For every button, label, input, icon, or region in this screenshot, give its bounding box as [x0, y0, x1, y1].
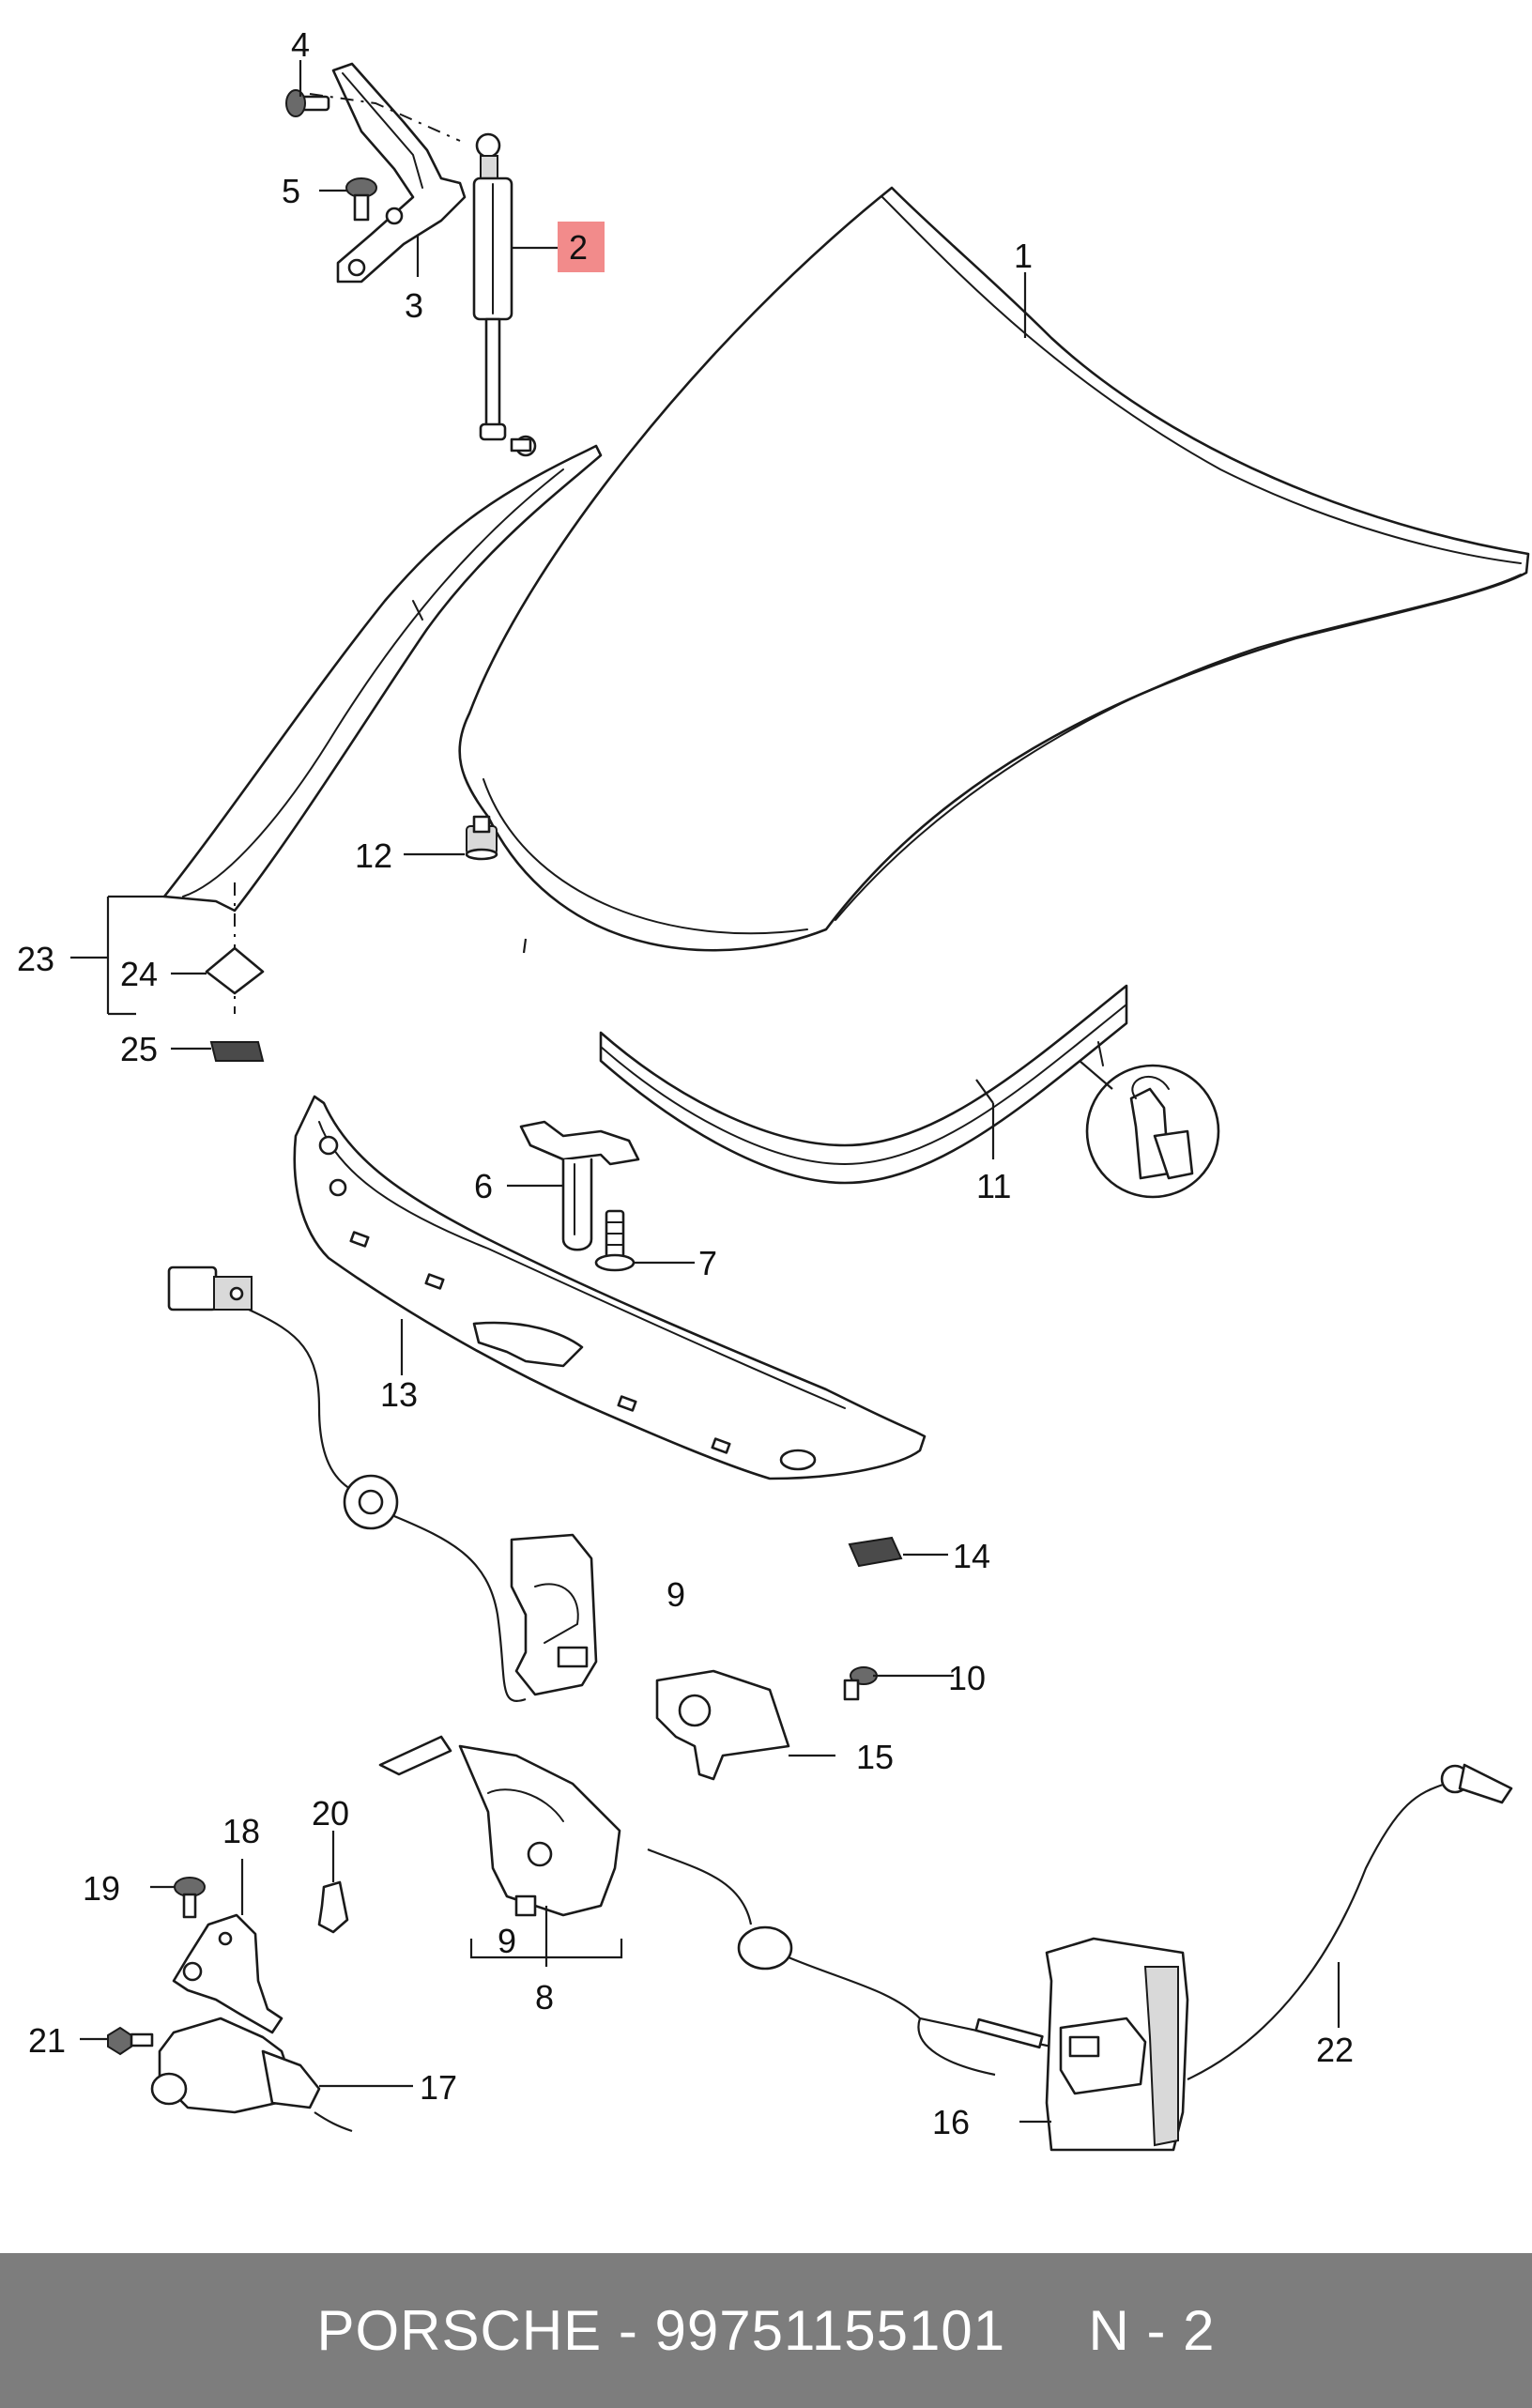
label-13: 13 — [380, 1375, 418, 1414]
actuator-bolt — [107, 2026, 154, 2056]
label-16: 16 — [932, 2103, 970, 2141]
hood-seal — [599, 984, 1128, 1185]
label-4: 4 — [291, 25, 310, 64]
spring-clip — [317, 1880, 349, 1934]
label-12: 12 — [355, 836, 392, 875]
label-23: 23 — [17, 940, 54, 978]
cover-screw — [843, 1666, 878, 1701]
label-19: 19 — [83, 1869, 120, 1908]
striker-bolt — [594, 1209, 636, 1272]
hood-panel — [458, 186, 1530, 952]
bracket-screw — [174, 1877, 206, 1919]
latch-cover — [655, 1669, 790, 1781]
hood-parts-diagram: 1 2 3 4 5 6 7 8 9 9 10 11 12 13 14 15 16… — [17, 25, 1530, 2152]
label-6: 6 — [474, 1167, 493, 1205]
highlight-box-2 — [558, 222, 605, 272]
trim-pad — [209, 1041, 265, 1062]
label-24: 24 — [120, 955, 158, 993]
hood-hinge — [309, 62, 467, 284]
label-9a: 9 — [666, 1575, 685, 1614]
hinge-screw — [345, 177, 377, 222]
second-cable — [1187, 1763, 1513, 2080]
latch-bracket — [510, 1533, 598, 1696]
label-3: 3 — [405, 286, 423, 325]
callout-labels: 1 2 3 4 5 6 7 8 9 9 10 11 12 13 14 15 16… — [17, 25, 1354, 2141]
label-21: 21 — [28, 2021, 66, 2060]
label-20: 20 — [312, 1794, 349, 1833]
label-14: 14 — [953, 1537, 990, 1575]
bracket-23 — [106, 895, 164, 1016]
latch-striker — [519, 1120, 640, 1251]
label-9b: 9 — [498, 1922, 516, 1960]
mounting-bracket — [172, 1913, 283, 2034]
hood-switch-cable — [167, 1265, 527, 1702]
label-10: 10 — [948, 1659, 986, 1697]
release-cable — [647, 1848, 1052, 2077]
label-7: 7 — [698, 1244, 717, 1282]
label-2: 2 — [569, 228, 588, 267]
gas-strut — [472, 132, 537, 457]
release-handle — [1045, 1937, 1189, 2152]
label-8: 8 — [535, 1978, 554, 2017]
label-18: 18 — [222, 1812, 260, 1850]
trim-clip — [205, 946, 265, 995]
lock-actuator — [150, 2017, 353, 2133]
leader-lines — [70, 60, 1340, 2124]
label-17: 17 — [420, 2068, 457, 2107]
front-cross-member — [293, 1095, 927, 1480]
label-11: 11 — [976, 1167, 1011, 1205]
label-1: 1 — [1014, 237, 1033, 275]
label-25: 25 — [120, 1030, 158, 1068]
cross-member-pad — [848, 1536, 903, 1568]
footer-part-number: PORSCHE - 99751155101 N - 2 — [316, 2299, 1216, 2362]
label-22: 22 — [1316, 2031, 1354, 2069]
label-5: 5 — [282, 172, 300, 210]
hood-buffer — [465, 815, 498, 861]
hinge-bolt — [285, 89, 330, 117]
seal-detail-view — [1085, 1064, 1220, 1199]
footer-bar: PORSCHE - 99751155101 N - 2 — [0, 2253, 1532, 2408]
hood-side-trim — [162, 444, 603, 913]
label-15: 15 — [856, 1738, 894, 1776]
hood-latch — [378, 1735, 621, 1917]
